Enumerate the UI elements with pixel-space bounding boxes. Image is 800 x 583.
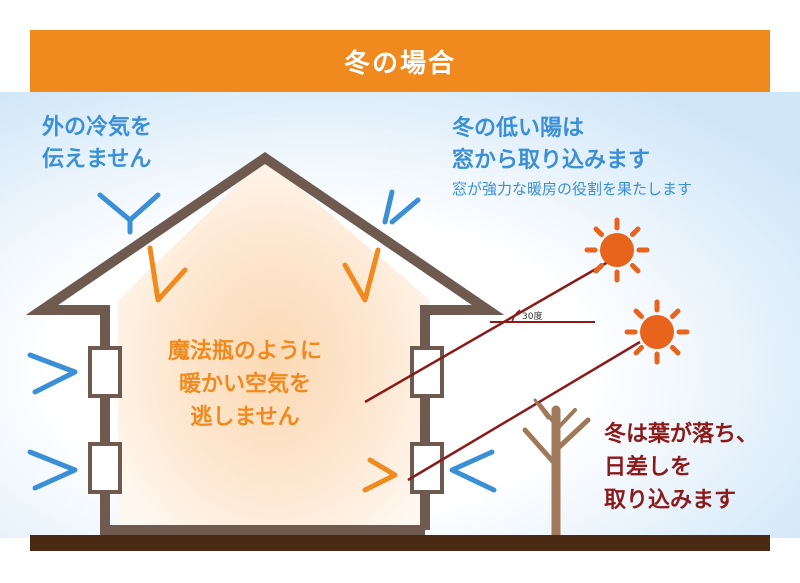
warm-air-arrows — [147, 245, 398, 493]
inside-note-line2: 暖かい空気を — [179, 372, 312, 397]
outside-note-line1: 外の冷気を — [42, 115, 153, 140]
angle-label: 30度 — [522, 312, 543, 322]
tree-note: 冬は葉が落ち、 日差しを 取り込みます — [604, 418, 758, 517]
sun-icon — [584, 217, 650, 283]
tree-note-line3: 取り込みます — [604, 488, 737, 513]
bare-tree-icon — [522, 398, 591, 540]
sun-icon — [624, 299, 690, 365]
inside-note: 魔法瓶のように 暖かい空気を 逃しません — [168, 335, 322, 434]
sun-note: 冬の低い陽は 窓から取り込みます 窓が強力な暖房の役割を果たします — [452, 113, 692, 201]
sun-note-line1: 冬の低い陽は — [452, 116, 585, 141]
outside-note: 外の冷気を 伝えません — [42, 112, 152, 176]
page-title: 冬の場合 — [343, 48, 456, 79]
window-left-lower — [88, 442, 122, 494]
sun-note-sub: 窓が強力な暖房の役割を果たします — [452, 180, 693, 198]
ground — [30, 535, 770, 551]
house-interior — [118, 158, 430, 530]
windows — [88, 346, 444, 494]
inside-note-line1: 魔法瓶のように — [168, 339, 323, 364]
sun-rays — [364, 260, 641, 482]
inside-note-line3: 逃しません — [190, 405, 300, 430]
window-left-upper — [88, 346, 122, 398]
outside-note-line2: 伝えません — [42, 147, 152, 172]
sun-note-line2: 窓から取り込みます — [452, 148, 651, 173]
title-banner: 冬の場合 — [30, 30, 770, 92]
tree-note-line1: 冬は葉が落ち、 — [604, 422, 759, 447]
tree-note-line2: 日差しを — [604, 455, 693, 480]
cold-air-arrows — [27, 189, 497, 493]
